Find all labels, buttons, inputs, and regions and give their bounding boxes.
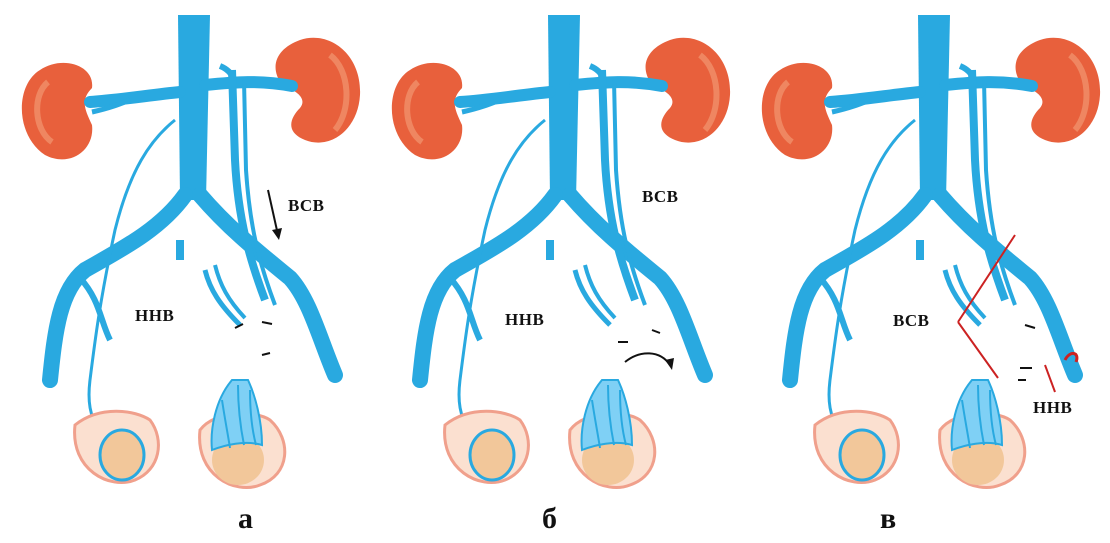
panel-b: ВСВ ННВ б bbox=[370, 0, 740, 543]
panel-c: ВСВ ННВ в bbox=[740, 0, 1110, 543]
anatomy-diagram-a bbox=[0, 0, 370, 543]
nnv-pointer-line bbox=[1045, 365, 1055, 392]
panel-caption: б bbox=[542, 502, 557, 536]
panel-caption: а bbox=[238, 502, 253, 536]
panel-a: ВСВ ННВ а bbox=[0, 0, 370, 543]
nnv-label: ННВ bbox=[135, 306, 174, 326]
panel-caption: в bbox=[880, 502, 896, 536]
vsv-label: ВСВ bbox=[288, 196, 324, 216]
anatomy-diagram-c bbox=[740, 0, 1110, 543]
vsv-label: ВСВ bbox=[893, 311, 929, 331]
redirect-arrow bbox=[625, 353, 670, 365]
vsv-label: ВСВ bbox=[642, 187, 678, 207]
anatomy-diagram-b bbox=[370, 0, 740, 543]
flow-arrow bbox=[268, 190, 278, 235]
nnv-label: ННВ bbox=[505, 310, 544, 330]
nnv-label: ННВ bbox=[1033, 398, 1072, 418]
